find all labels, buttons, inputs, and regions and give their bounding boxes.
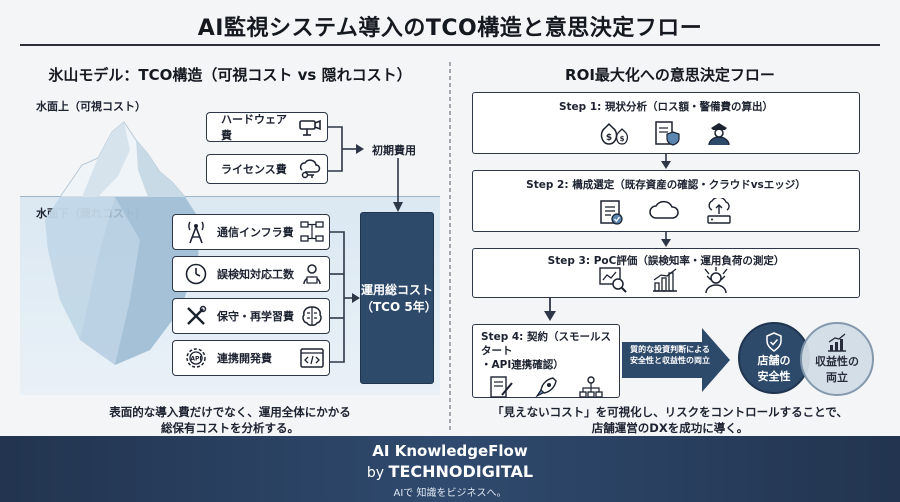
step2-arrow: [661, 232, 671, 247]
waterline: [20, 196, 440, 197]
hardware-cost-label: ハードウェア費: [221, 113, 287, 142]
hidden-cost-bracket: [330, 231, 360, 363]
outcome-arrow: [622, 328, 730, 392]
license-cost-box: ライセンス費: [206, 154, 328, 184]
license-cost-label: ライセンス費: [221, 163, 287, 176]
title-divider: [20, 44, 880, 46]
step1-title: Step 1: 現状分析（ロス額・警備費の算出）: [558, 101, 774, 113]
left-note-line2: 総保有コストを分析する。: [161, 421, 299, 435]
right-note-line2: 店舗運営のDXを成功に導く。: [591, 421, 749, 435]
code-window-icon: [299, 347, 325, 369]
safety-goal-line1: 店舗の: [757, 354, 791, 367]
page-title: AI監視システム導入のTCO構造と意思決定フロー: [197, 16, 703, 41]
right-note-line1: 「見えないコスト」を可視化し、リスクをコントロールすることで、: [492, 405, 848, 419]
outcome-arrow-text: 質的な投資判断による 安全性と収益性の両立: [624, 344, 716, 366]
initial-cost-bracket: [328, 126, 364, 172]
right-note: 「見えないコスト」を可視化し、リスクをコントロールすることで、 店舗運営のDXを…: [460, 404, 880, 436]
profit-goal-line1: 収益性の: [815, 355, 859, 368]
step2-title: Step 2: 構成選定（既存資産の確認・クラウドvsエッジ）: [526, 179, 806, 191]
network-infra-cost-box: 通信インフラ費: [172, 214, 330, 250]
profit-goal-line2: 両立: [826, 371, 848, 384]
footer-by: by: [366, 465, 389, 481]
shield-document-icon: [653, 120, 683, 150]
tco-line1: 運用総コスト: [361, 283, 434, 297]
security-guard-icon: [705, 120, 733, 150]
shield-check-icon: [766, 332, 782, 352]
network-diagram-icon: [299, 220, 325, 244]
left-note-line1: 表面的な導入費だけでなく、運用全体にかかる: [109, 405, 351, 419]
step1-box: Step 1: 現状分析（ロス額・警備費の算出） $$: [472, 92, 860, 154]
contract-icon: [488, 375, 514, 403]
left-heading: 氷山モデル：TCO構造（可視コスト vs 隠れコスト）: [48, 66, 412, 84]
stressed-person-icon: [702, 266, 730, 298]
api-gear-icon: API: [181, 346, 211, 370]
clock-icon: [181, 262, 211, 286]
svg-text:API: API: [190, 356, 201, 363]
operator-icon: [299, 262, 325, 286]
maintenance-cost-box: 保守・再学習費: [172, 298, 330, 334]
network-icon: [578, 375, 604, 403]
initial-to-tco-arrow: [393, 158, 403, 212]
cloud-icon: [647, 198, 681, 230]
step3-icons: [598, 266, 730, 298]
footer-product-name: AI KnowledgeFlow: [372, 442, 528, 460]
safety-goal-circle: 店舗の 安全性: [738, 322, 810, 394]
svg-text:$: $: [620, 135, 625, 143]
step4-title-line1: Step 4: 契約（スモールスタート: [481, 331, 612, 357]
footer-byline: by TECHNODIGITAL: [0, 462, 900, 481]
step1-arrow: [661, 154, 671, 169]
right-heading: ROI最大化への意思決定フロー: [565, 66, 775, 84]
false-alert-cost-label: 誤検知対応工数: [217, 268, 294, 281]
checklist-icon: [597, 198, 625, 230]
footer-brand: TECHNODIGITAL: [388, 462, 534, 481]
tco-line2: （TCO 5年）: [361, 300, 437, 314]
security-camera-icon: [297, 117, 323, 137]
step4-title-line2: ・API連携確認）: [481, 359, 564, 371]
footer-tagline: AIで 知識をビジネスへ。: [393, 488, 507, 499]
maintenance-cost-label: 保守・再学習費: [217, 310, 294, 323]
antenna-icon: [181, 219, 211, 245]
chart-search-icon: [598, 266, 628, 298]
integration-cost-label: 連携開発費: [217, 352, 272, 365]
initial-cost-label: 初期費用: [372, 144, 416, 157]
growth-chart-icon: [828, 333, 846, 352]
brain-icon: [299, 304, 325, 328]
step3-title: Step 3: PoC評価（誤検知率・運用負荷の測定）: [547, 255, 785, 267]
above-water-label: 水面上（可視コスト）: [36, 100, 146, 113]
step2-box: Step 2: 構成選定（既存資産の確認・クラウドvsエッジ）: [472, 170, 860, 232]
cloud-upload-device-icon: [703, 196, 735, 230]
left-note: 表面的な導入費だけでなく、運用全体にかかる 総保有コストを分析する。: [20, 404, 440, 436]
column-divider: [449, 62, 451, 432]
outcome-arrow-text-line2: 安全性と収益性の両立: [630, 356, 710, 365]
rocket-icon: [533, 375, 559, 403]
safety-goal-line2: 安全性: [757, 370, 791, 383]
svg-text:$: $: [606, 133, 612, 143]
profit-goal-circle: 収益性の 両立: [800, 322, 874, 396]
hardware-cost-box: ハードウェア費: [206, 112, 328, 142]
integration-cost-box: API 連携開発費: [172, 340, 330, 376]
network-infra-cost-label: 通信インフラ費: [217, 226, 294, 239]
outcome-arrow-text-line1: 質的な投資判断による: [630, 345, 710, 354]
bar-chart-icon: [650, 266, 680, 298]
tools-icon: [181, 304, 211, 328]
money-bags-icon: $$: [599, 120, 631, 150]
step3-arrow: [544, 298, 556, 321]
tco-total-box: 運用総コスト （TCO 5年）: [360, 212, 437, 384]
footer: [0, 436, 900, 502]
false-alert-cost-box: 誤検知対応工数: [172, 256, 330, 292]
step4-box: Step 4: 契約（スモールスタート ・API連携確認）: [472, 324, 620, 398]
cloud-key-icon: [297, 158, 323, 180]
